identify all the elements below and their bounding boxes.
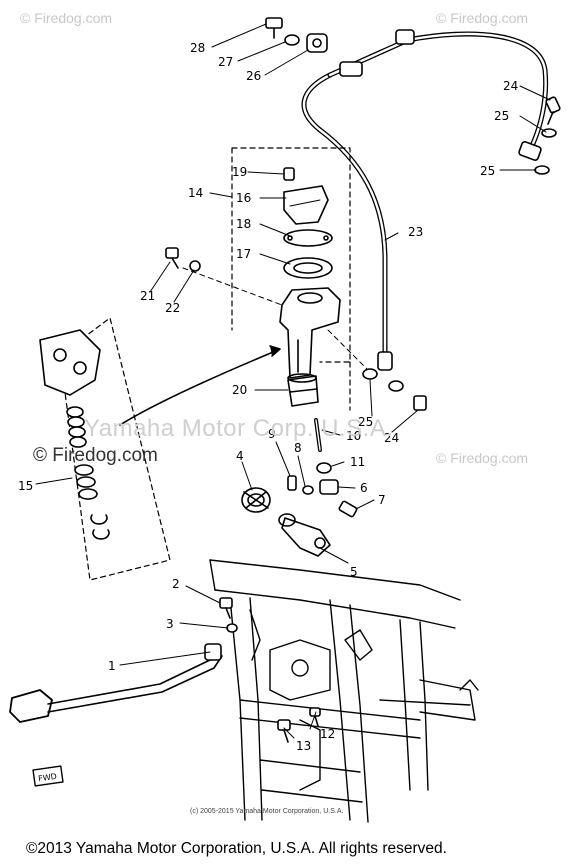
bolt-21 <box>165 247 179 269</box>
union-bolt-26 <box>306 33 328 53</box>
watermark-top-left: © Firedog.com <box>20 10 113 26</box>
callout-2: 2 <box>172 577 180 591</box>
reservoir-cap-16 <box>283 185 329 225</box>
callout-25-top: 25 <box>494 109 509 123</box>
pin-7 <box>338 500 358 518</box>
fwd-label: FWD <box>38 772 58 784</box>
callout-13: 13 <box>296 739 311 753</box>
spring-stack-15 <box>66 406 110 540</box>
gasket-27 <box>284 34 300 46</box>
washer-22 <box>189 260 201 272</box>
hose-fitting-left <box>339 61 363 77</box>
callout-14: 14 <box>188 186 203 200</box>
callout-24-top: 24 <box>503 79 518 93</box>
master-cylinder-group-box <box>231 147 351 363</box>
rear-brake-box <box>59 317 171 581</box>
spring-4 <box>241 487 271 513</box>
piston-20 <box>287 373 319 407</box>
hose-fitting-top <box>395 29 415 45</box>
caliper-15 <box>39 329 101 396</box>
banjo-bolt-28 <box>265 17 283 39</box>
callout-10: 10 <box>346 429 361 443</box>
callout-12: 12 <box>320 727 335 741</box>
hose-fitting-bottom <box>377 351 393 371</box>
callout-23: 23 <box>408 225 423 239</box>
banjo-bolt-24-top <box>545 96 561 125</box>
washer-8 <box>302 485 314 495</box>
callout-15: 15 <box>18 479 33 493</box>
frame-structure <box>209 559 479 823</box>
cotter-pin-9 <box>287 475 297 491</box>
nut-11 <box>316 462 332 474</box>
diaphragm-17 <box>283 257 333 279</box>
banjo-bolt-24-lower <box>413 395 427 411</box>
callout-20: 20 <box>232 383 247 397</box>
gasket-25-right <box>534 165 550 175</box>
callout-5: 5 <box>350 565 358 579</box>
brake-pedal-1 <box>9 643 223 723</box>
arrow-to-cylinder <box>119 349 279 426</box>
brake-hose <box>405 31 549 153</box>
bolt-13 <box>277 719 291 743</box>
callout-16: 16 <box>236 191 251 205</box>
gasket-25-lower <box>362 368 378 380</box>
callout-8: 8 <box>294 441 302 455</box>
callout-19: 19 <box>232 165 247 179</box>
cap-plate-18 <box>283 229 333 247</box>
gasket-25-top <box>541 128 557 138</box>
callout-6: 6 <box>360 481 368 495</box>
callout-21: 21 <box>140 289 155 303</box>
callout-25-right: 25 <box>480 164 495 178</box>
watermark-mid-right: © Firedog.com <box>436 450 529 466</box>
watermark-top-right: © Firedog.com <box>436 10 529 26</box>
callout-22: 22 <box>165 301 180 315</box>
copyright-main: ©2013 Yamaha Motor Corporation, U.S.A. A… <box>26 840 447 857</box>
callout-26: 26 <box>246 69 261 83</box>
callout-11: 11 <box>350 455 365 469</box>
callout-28: 28 <box>190 41 205 55</box>
callout-3: 3 <box>166 617 174 631</box>
hose-fitting-right <box>518 141 542 161</box>
callout-9: 9 <box>268 427 276 441</box>
callout-25-lower: 25 <box>358 415 373 429</box>
leader-lines <box>35 23 551 739</box>
fwd-indicator <box>32 765 64 787</box>
callout-17: 17 <box>236 247 251 261</box>
screw-19 <box>283 167 295 181</box>
watermark-mid-left: © Firedog.com <box>33 445 158 466</box>
copyright-small: (c) 2005-2015 Yamaha Motor Corporation, … <box>190 808 344 815</box>
callout-1: 1 <box>108 659 116 673</box>
bolt-2 <box>219 597 233 619</box>
callout-4: 4 <box>236 449 244 463</box>
callout-18: 18 <box>236 217 251 231</box>
callout-7: 7 <box>378 493 386 507</box>
callout-24-lower: 24 <box>384 431 399 445</box>
clevis-6 <box>319 479 339 495</box>
watermark-center: Yamaha Motor Corp. U.S.A. <box>84 415 394 442</box>
callout-27: 27 <box>218 55 233 69</box>
master-cylinder-body <box>279 287 341 379</box>
push-rod-10 <box>314 418 322 452</box>
